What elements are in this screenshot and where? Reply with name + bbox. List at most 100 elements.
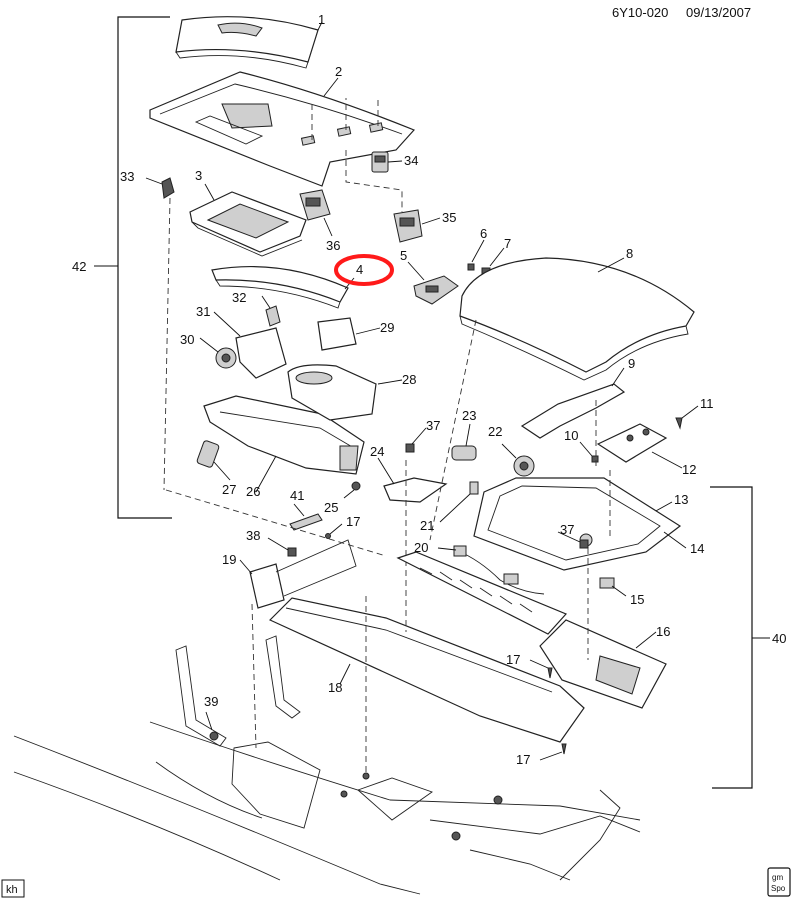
part-17-screw-a bbox=[325, 523, 343, 539]
callout-4: 4 bbox=[356, 262, 363, 277]
part-14-console-frame bbox=[473, 477, 687, 571]
part-5-latch bbox=[407, 261, 459, 305]
part-32-bulb bbox=[261, 295, 281, 327]
assembly-lines bbox=[163, 197, 611, 776]
callout-13: 13 bbox=[674, 492, 688, 507]
part-17-screw-c bbox=[539, 743, 567, 761]
part-22-socket bbox=[501, 443, 535, 477]
part-28-cupholder bbox=[287, 364, 403, 421]
callout-35: 35 bbox=[442, 210, 456, 225]
callout-12: 12 bbox=[682, 462, 696, 477]
part-31-housing bbox=[213, 311, 287, 379]
dash-switch-path bbox=[345, 150, 403, 212]
callout-34: 34 bbox=[404, 153, 418, 168]
callout-42: 42 bbox=[72, 259, 86, 274]
callout-7: 7 bbox=[504, 236, 511, 251]
part-38-bolt bbox=[267, 537, 297, 557]
part-37-clip-a bbox=[405, 427, 427, 453]
part-2-upper-trim-panel bbox=[149, 71, 416, 187]
callout-26: 26 bbox=[246, 484, 260, 499]
diagram-code: 6Y10-020 bbox=[612, 5, 668, 20]
callout-10: 10 bbox=[564, 428, 578, 443]
part-18-lower-trim-panel bbox=[268, 597, 585, 743]
callout-40: 40 bbox=[772, 631, 786, 646]
callout-25: 25 bbox=[324, 500, 338, 515]
callout-17-b: 17 bbox=[506, 652, 520, 667]
callout-5: 5 bbox=[400, 248, 407, 263]
callout-3: 3 bbox=[195, 168, 202, 183]
callout-19: 19 bbox=[222, 552, 236, 567]
part-6-pin bbox=[467, 239, 485, 271]
logo-line-1: gm bbox=[772, 873, 783, 882]
callout-23: 23 bbox=[462, 408, 476, 423]
part-11-screw bbox=[675, 405, 699, 430]
callout-41: 41 bbox=[290, 488, 304, 503]
callout-11: 11 bbox=[700, 396, 714, 411]
callout-1: 1 bbox=[318, 12, 325, 27]
callout-33: 33 bbox=[120, 169, 134, 184]
callout-21: 21 bbox=[420, 518, 434, 533]
part-25-screw bbox=[343, 481, 361, 499]
part-9-hinge-plate bbox=[520, 367, 626, 439]
callout-20: 20 bbox=[414, 540, 428, 555]
bracket-42 bbox=[94, 16, 172, 519]
callout-39: 39 bbox=[204, 694, 218, 709]
callout-28: 28 bbox=[402, 372, 416, 387]
callout-2: 2 bbox=[335, 64, 342, 79]
callout-29: 29 bbox=[380, 320, 394, 335]
part-10-screw bbox=[579, 441, 599, 463]
logo-line-2: Spo bbox=[771, 884, 786, 893]
callout-27: 27 bbox=[222, 482, 236, 497]
part-15-grommet bbox=[599, 577, 627, 597]
callout-38: 38 bbox=[246, 528, 260, 543]
part-16-side-panel bbox=[539, 619, 667, 709]
part-17-screw-b bbox=[529, 659, 553, 679]
part-19-mount-bracket bbox=[239, 539, 357, 609]
callout-8: 8 bbox=[626, 246, 633, 261]
initials-text: kh bbox=[6, 884, 18, 896]
part-37-clip-b bbox=[557, 531, 589, 549]
highlight-ring-part-4 bbox=[334, 254, 394, 286]
callout-37-a: 37 bbox=[426, 418, 440, 433]
part-8-console-lid bbox=[459, 257, 695, 381]
part-34-switch bbox=[371, 151, 403, 173]
callout-labels: 1 2 3 4 5 6 7 8 9 10 11 12 13 14 15 16 1… bbox=[72, 12, 786, 767]
part-29-insert bbox=[317, 317, 381, 351]
part-12-bracket bbox=[596, 423, 683, 469]
part-4-armrest-pad bbox=[211, 266, 355, 309]
part-41-strip bbox=[289, 503, 323, 531]
callout-37-b: 37 bbox=[560, 522, 574, 537]
callout-36: 36 bbox=[326, 238, 340, 253]
bracket-40 bbox=[710, 486, 770, 789]
initials-box: kh bbox=[1, 879, 25, 898]
callout-17-c: 17 bbox=[516, 752, 530, 767]
callout-22: 22 bbox=[488, 424, 502, 439]
part-33-clip bbox=[145, 177, 175, 199]
floor-outline bbox=[13, 721, 641, 895]
part-21-tab bbox=[439, 481, 479, 523]
part-24-bracket bbox=[377, 457, 448, 503]
part-20-wiring-harness bbox=[437, 545, 545, 595]
callout-18: 18 bbox=[328, 680, 342, 695]
callout-30: 30 bbox=[180, 332, 194, 347]
part-1-lid-cover bbox=[175, 16, 323, 69]
part-39-floor-bracket bbox=[175, 635, 301, 747]
part-36-switch bbox=[299, 189, 333, 237]
callout-6: 6 bbox=[480, 226, 487, 241]
callout-14: 14 bbox=[690, 541, 704, 556]
part-3-tray bbox=[189, 183, 307, 257]
callout-24: 24 bbox=[370, 444, 384, 459]
part-35-switch bbox=[393, 209, 441, 243]
diagram-date: 09/13/2007 bbox=[686, 5, 751, 20]
callout-17-a: 17 bbox=[346, 514, 360, 529]
callout-16: 16 bbox=[656, 624, 670, 639]
mesh-panel bbox=[396, 551, 568, 635]
gm-spo-logo: gm Spo bbox=[767, 867, 791, 897]
callout-32: 32 bbox=[232, 290, 246, 305]
callout-15: 15 bbox=[630, 592, 644, 607]
part-27-connector bbox=[196, 440, 231, 481]
part-30-knob bbox=[199, 337, 237, 369]
callout-31: 31 bbox=[196, 304, 210, 319]
